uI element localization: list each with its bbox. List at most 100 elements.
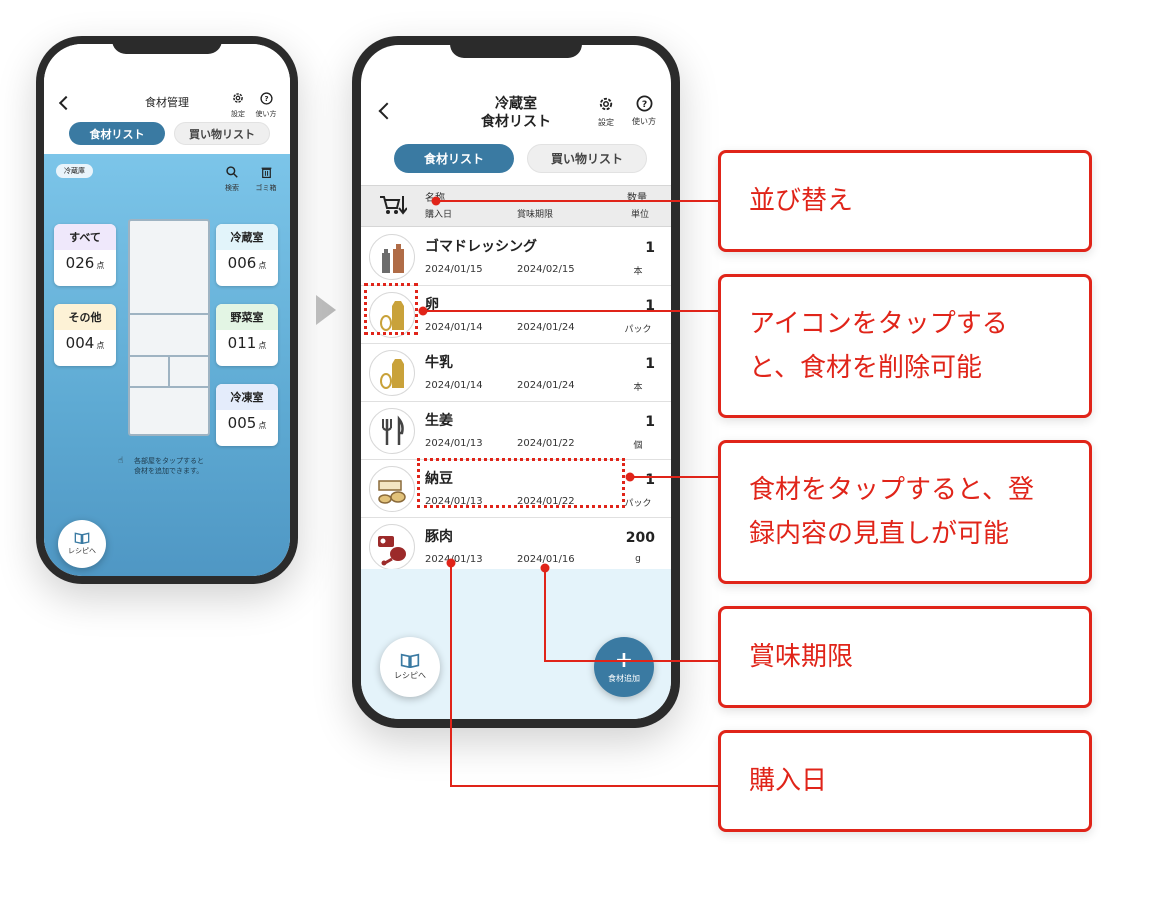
unit: 本 bbox=[633, 267, 643, 277]
recipe-button[interactable]: レシピへ bbox=[380, 637, 440, 697]
search-label: 検索 bbox=[225, 184, 239, 192]
phone-left: 食材管理 設定 ? 使い方 食材リスト 買い物リスト 冷蔵庫 検索 ゴミ箱 bbox=[36, 36, 298, 584]
fork-knife-icon[interactable] bbox=[369, 408, 415, 454]
room-name: 冷凍室 bbox=[216, 384, 278, 410]
list-item[interactable]: 生姜 2024/01/13 2024/01/22 1 個 bbox=[361, 402, 671, 460]
room-name: 冷蔵室 bbox=[216, 224, 278, 250]
tab-food-list[interactable]: 食材リスト bbox=[69, 122, 165, 145]
page-title: 食材管理 bbox=[145, 96, 189, 109]
trash-icon bbox=[261, 167, 271, 179]
header-expiry: 賞味期限 bbox=[517, 210, 554, 220]
callout-sort: 並び替え bbox=[718, 150, 1092, 252]
quantity: 1 bbox=[645, 298, 655, 314]
book-icon bbox=[74, 532, 90, 544]
recipe-label: レシピへ bbox=[68, 547, 96, 555]
item-name: 納豆 bbox=[425, 471, 453, 487]
unit: g bbox=[635, 554, 641, 564]
seasoning-icon[interactable] bbox=[369, 234, 415, 280]
purchase-date: 2024/01/14 bbox=[425, 322, 483, 333]
item-name: 豚肉 bbox=[425, 529, 453, 545]
callout-icon-delete: アイコンをタップすると、食材を削除可能 bbox=[718, 274, 1092, 418]
item-name: ゴマドレッシング bbox=[425, 239, 537, 255]
tab-shopping-list[interactable]: 買い物リスト bbox=[527, 144, 647, 173]
search-button[interactable]: 検索 bbox=[222, 164, 242, 193]
cart-sort-icon bbox=[380, 196, 408, 215]
phone-left-screen: 食材管理 設定 ? 使い方 食材リスト 買い物リスト 冷蔵庫 検索 ゴミ箱 bbox=[44, 44, 290, 576]
expiry-date: 2024/01/24 bbox=[517, 322, 575, 333]
header-quantity: 数量 bbox=[627, 193, 647, 204]
room-name: 野菜室 bbox=[216, 304, 278, 330]
expiry-date: 2024/01/22 bbox=[517, 496, 575, 507]
tap-hand-icon: ☝ bbox=[118, 456, 124, 466]
fridge-divider bbox=[168, 355, 170, 386]
expiry-date: 2024/01/16 bbox=[517, 554, 575, 565]
callout-purchase-date: 購入日 bbox=[718, 730, 1092, 832]
expiry-date: 2024/02/15 bbox=[517, 264, 575, 275]
tab-food-list[interactable]: 食材リスト bbox=[394, 144, 514, 173]
purchase-date: 2024/01/14 bbox=[425, 380, 483, 391]
quantity: 1 bbox=[645, 414, 655, 430]
expiry-date: 2024/01/22 bbox=[517, 438, 575, 449]
phone-notch bbox=[450, 36, 582, 58]
unit: パック bbox=[624, 499, 652, 509]
item-name: 牛乳 bbox=[425, 355, 453, 371]
header-unit: 単位 bbox=[631, 210, 650, 220]
unit: 個 bbox=[633, 441, 643, 451]
gear-icon bbox=[233, 93, 243, 103]
svg-text:?: ? bbox=[641, 99, 646, 110]
top-bar: 食材管理 設定 ? 使い方 食材リスト 買い物リスト bbox=[44, 44, 290, 154]
unit: 本 bbox=[633, 383, 643, 393]
svg-text:?: ? bbox=[264, 94, 268, 103]
unit: パック bbox=[624, 325, 652, 335]
fridge-label: 冷蔵庫 bbox=[56, 164, 93, 178]
quantity: 1 bbox=[645, 472, 655, 488]
phone-notch bbox=[112, 36, 222, 54]
meat-icon[interactable] bbox=[369, 524, 415, 570]
book-icon bbox=[400, 653, 420, 668]
item-name: 卵 bbox=[425, 297, 439, 313]
settings-label: 設定 bbox=[598, 118, 614, 127]
list-item[interactable]: 納豆 2024/01/13 2024/01/22 1 パック bbox=[361, 460, 671, 518]
item-name: 生姜 bbox=[425, 413, 453, 429]
list-item[interactable]: 豚肉 2024/01/13 2024/01/16 200 g bbox=[361, 518, 671, 576]
settings-label: 設定 bbox=[231, 110, 245, 118]
help-label: 使い方 bbox=[632, 117, 656, 126]
list-item[interactable]: ゴマドレッシング 2024/01/15 2024/02/15 1 本 bbox=[361, 228, 671, 286]
fridge-divider bbox=[130, 386, 208, 388]
help-label: 使い方 bbox=[255, 110, 277, 118]
help-button[interactable]: ? 使い方 bbox=[254, 90, 278, 119]
egg-milk-icon[interactable] bbox=[369, 350, 415, 396]
search-icon bbox=[226, 166, 238, 178]
fridge-illustration bbox=[128, 219, 210, 436]
help-icon: ? bbox=[259, 92, 273, 105]
tap-hint: 各部屋をタップすると 食材を追加できます。 bbox=[134, 457, 204, 475]
icon-highlight-box bbox=[364, 283, 418, 335]
list-header: 名称 購入日 賞味期限 数量 単位 bbox=[361, 185, 671, 227]
purchase-date: 2024/01/15 bbox=[425, 264, 483, 275]
tab-shopping-list[interactable]: 買い物リスト bbox=[174, 122, 270, 145]
next-arrow-icon bbox=[316, 295, 336, 325]
sort-button[interactable] bbox=[379, 194, 408, 222]
recipe-button[interactable]: レシピへ bbox=[58, 520, 106, 568]
egg-milk-icon[interactable] bbox=[369, 292, 415, 338]
quantity: 1 bbox=[645, 240, 655, 256]
bean-icon[interactable] bbox=[369, 466, 415, 512]
help-button[interactable]: ? 使い方 bbox=[629, 95, 659, 127]
trash-button[interactable]: ゴミ箱 bbox=[252, 164, 280, 193]
settings-button[interactable]: 設定 bbox=[228, 90, 248, 119]
header-purchase-date: 購入日 bbox=[425, 210, 453, 220]
list-item[interactable]: 牛乳 2024/01/14 2024/01/24 1 本 bbox=[361, 344, 671, 402]
recipe-label: レシピへ bbox=[394, 671, 426, 680]
settings-button[interactable]: 設定 bbox=[593, 95, 619, 128]
room-name: その他 bbox=[54, 304, 116, 330]
